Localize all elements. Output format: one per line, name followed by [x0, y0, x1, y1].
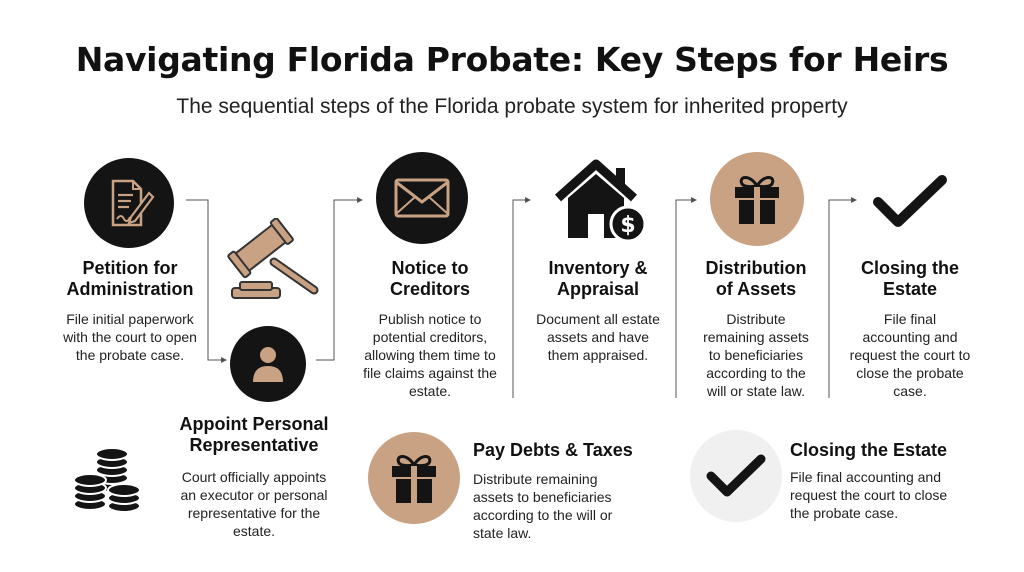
page-subtitle: The sequential steps of the Florida prob…: [176, 95, 848, 118]
envelope-icon: [376, 152, 468, 244]
bottom-heading-closing: Closing the Estate: [790, 440, 948, 460]
step-heading-inventory: Inventory &Appraisal: [548, 258, 648, 299]
connector-1: [186, 199, 227, 363]
checkmark-icon: [872, 174, 948, 230]
connector-5: [828, 197, 857, 398]
connector-2: [316, 197, 363, 361]
house-dollar-icon: $: [552, 158, 652, 246]
coins-stack-icon: [72, 442, 144, 514]
checkmark-icon: [690, 430, 782, 522]
bottom-heading-pay-debts: Pay Debts & Taxes: [473, 440, 633, 460]
page-title: Navigating Florida Probate: Key Steps fo…: [75, 40, 949, 79]
svg-text:$: $: [620, 213, 635, 238]
gift-icon: [368, 432, 460, 524]
gift-icon: [710, 152, 804, 246]
connector-4: [675, 197, 697, 398]
gavel-icon: [226, 218, 322, 306]
document-pen-icon: [84, 158, 174, 248]
person-icon: [230, 326, 306, 402]
connector-3: [512, 197, 531, 398]
